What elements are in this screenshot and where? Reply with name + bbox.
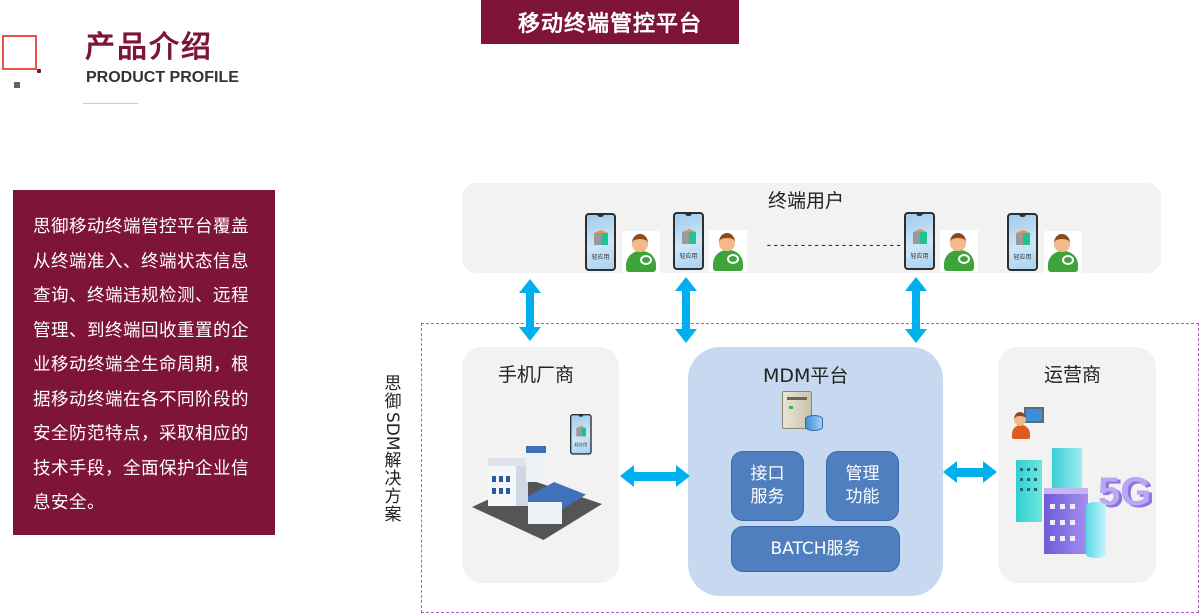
bidirectional-arrow-icon [905,277,927,343]
server-database-icon [782,391,823,435]
phone-icon: 轻应用 [904,212,935,270]
app-label: 轻应用 [591,254,610,261]
page-title: 产品介绍 [85,30,213,65]
ellipsis-dashes: -------------------- [765,238,903,253]
label-char: 决 [384,468,402,489]
phone-icon: 轻应用 [585,213,616,271]
app-label: 轻应用 [1013,254,1032,261]
bidirectional-arrow-icon [675,277,697,343]
end-users-title: 终端用户 [768,190,845,212]
bidirectional-arrow-icon [943,461,997,483]
app-label: 轻应用 [910,253,929,260]
corner-dot-decoration [37,69,41,73]
management-function-module: 管理功能 [826,451,899,521]
label-char: 解 [384,450,402,471]
label-char: 思 [384,374,402,394]
batch-service-module: BATCH服务 [731,526,900,572]
bidirectional-arrow-icon [519,279,541,341]
description-box: 思御移动终端管控平台覆盖从终端准入、终端状态信息查询、终端违规检测、远程管理、到… [13,190,275,535]
operator-title: 运营商 [1044,364,1102,386]
label-char: 案 [384,504,402,525]
5g-city-icon: 5G [1012,440,1152,564]
sdm-solution-label: 思 御 SDM 解 决 方 案 [381,375,405,524]
description-text: 思御移动终端管控平台覆盖从终端准入、终端状态信息查询、终端违规检测、远程管理、到… [33,217,249,513]
light-app-cube-icon [594,230,608,246]
page-subtitle: PRODUCT PROFILE [86,69,239,86]
light-app-cube-icon [682,229,696,245]
module-label: 接口 [750,464,785,484]
light-app-cube-icon [576,425,587,437]
operator-admin-icon [1012,407,1044,443]
module-label: 管理 [845,464,880,484]
label-char: 御 [384,392,402,412]
factory-icon [466,440,608,544]
user-icon [709,230,747,272]
phone-icon: 轻应用 [570,414,592,455]
user-icon [1044,231,1082,273]
phone-icon: 轻应用 [1007,213,1038,271]
module-label: 功能 [845,487,880,507]
label-latin: SDM [382,412,402,451]
user-icon [940,230,978,272]
5g-badge: 5G [1098,470,1152,514]
platform-banner: 移动终端管控平台 [481,0,739,44]
phone-vendor-title: 手机厂商 [498,364,575,386]
bidirectional-arrow-icon [620,465,690,487]
user-icon [622,231,660,273]
app-label: 轻应用 [574,442,588,448]
label-char: 方 [384,486,402,507]
light-app-cube-icon [1016,230,1030,246]
title-divider [83,103,138,104]
light-app-cube-icon [913,229,927,245]
interface-service-module: 接口服务 [731,451,804,521]
corner-square-decoration [2,35,37,70]
app-label: 轻应用 [679,253,698,260]
phone-icon: 轻应用 [673,212,704,270]
corner-dot-decoration [14,82,20,88]
sdm-solution-boundary [421,323,1199,613]
module-label: 服务 [750,487,785,507]
mdm-platform-title: MDM平台 [763,365,849,387]
